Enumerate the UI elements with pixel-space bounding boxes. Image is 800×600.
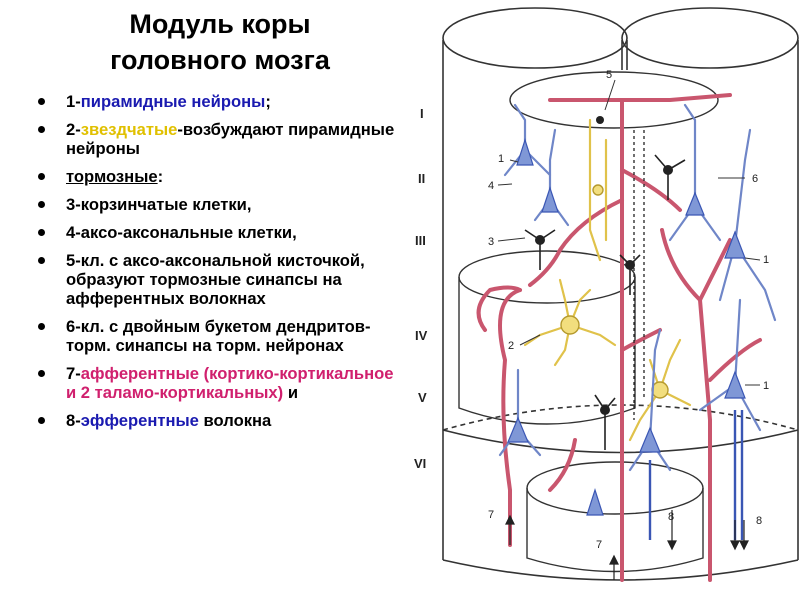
- cortex-module-diagram: I II III IV V VI: [414, 7, 799, 582]
- legend-item-inhibitory: тормозные:: [38, 167, 400, 186]
- slide-title: Модуль коры головного мозга: [60, 6, 380, 78]
- bullet-icon: [38, 173, 45, 180]
- bullet-icon: [38, 201, 45, 208]
- callout-label: 6: [752, 173, 758, 185]
- callout-label: 8: [756, 515, 762, 527]
- fiber-arrows: [505, 510, 749, 580]
- bullet-icon: [38, 126, 45, 133]
- pyramidal-bodies: [507, 138, 746, 516]
- callout-label: 8: [668, 511, 674, 523]
- callout-labels: 5 1 4 3 2 6 1 1 7 8 8 7: [488, 69, 769, 551]
- callout-label: 1: [498, 153, 504, 165]
- legend-item-3: 3-корзинчатые клетки,: [38, 195, 400, 214]
- leader-lines: [497, 79, 761, 386]
- layer-label: VI: [414, 456, 426, 471]
- stellate-neurons: [523, 118, 692, 442]
- legend-list: 1-пирамидные нейроны; 2-звездчатые-возбу…: [38, 92, 400, 439]
- legend-item-2: 2-звездчатые-возбуждают пирамидные нейро…: [38, 120, 400, 158]
- callout-label: 2: [508, 340, 514, 352]
- legend-item-5: 5-кл. с аксо-аксональной кисточкой, обра…: [38, 251, 400, 308]
- bullet-icon: [38, 98, 45, 105]
- callout-label: 1: [763, 254, 769, 266]
- layer-labels: I II III IV V VI: [414, 106, 428, 471]
- callout-label: 7: [596, 539, 602, 551]
- bullet-icon: [38, 370, 45, 377]
- callout-label: 4: [488, 180, 494, 192]
- layer-label: V: [418, 390, 427, 405]
- callout-label: 5: [606, 69, 612, 81]
- callout-label: 7: [488, 509, 494, 521]
- inhibitory-bodies: [535, 116, 673, 415]
- stellate-bodies: [560, 184, 669, 399]
- legend-item-4: 4-аксо-аксональные клетки,: [38, 223, 400, 242]
- bullet-icon: [38, 323, 45, 330]
- layer-label: I: [420, 106, 424, 121]
- afferent-fibers: [476, 93, 762, 582]
- callout-label: 3: [488, 236, 494, 248]
- title-line-2: головного мозга: [110, 45, 330, 75]
- legend-item-7: 7-афферентные (кортико-кортикальное и 2 …: [38, 364, 400, 402]
- legend-item-6: 6-кл. с двойным букетом дендритов-торм. …: [38, 317, 400, 355]
- layer-label: III: [415, 233, 426, 248]
- legend-item-8: 8-эфферентные волокна: [38, 411, 400, 430]
- bullet-icon: [38, 417, 45, 424]
- title-line-1: Модуль коры: [129, 9, 311, 39]
- layer-label: IV: [415, 328, 428, 343]
- bullet-icon: [38, 229, 45, 236]
- pyramidal-dendrites: [498, 103, 777, 472]
- layer-label: II: [418, 171, 425, 186]
- bullet-icon: [38, 257, 45, 264]
- callout-label: 1: [763, 380, 769, 392]
- legend-item-1: 1-пирамидные нейроны;: [38, 92, 400, 111]
- dashed-fibers: [633, 130, 645, 420]
- efferent-axons: [648, 410, 744, 540]
